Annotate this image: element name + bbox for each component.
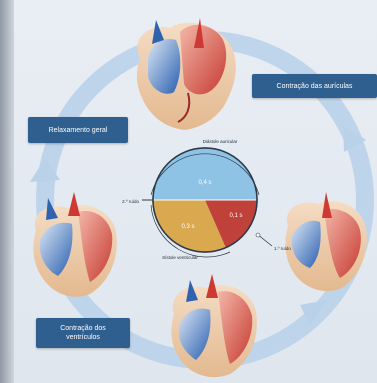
heart-top-illustration (137, 18, 236, 130)
pie-marker-right: 1.º ruído (274, 246, 291, 251)
pie-arc-top-text: Diástole auricular (203, 139, 238, 144)
cycle-pie-chart: 0,4 s 0,3 s 0,1 s 2.º ruído 1.º ruído Di… (122, 139, 291, 260)
label-ventricular-line2: ventrículos (60, 333, 106, 342)
label-ventricular-contraction: Contração dos ventrículos (36, 318, 130, 348)
label-general-relaxation: Relaxamento geral (28, 117, 128, 143)
label-atrial-contraction-text: Contração das aurículas (277, 82, 353, 91)
label-general-relaxation-text: Relaxamento geral (49, 126, 108, 135)
pie-marker-left: 2.º ruído (122, 199, 139, 204)
pie-bottom-right-value: 0,1 s (229, 213, 242, 219)
pie-arc-bottom-text: Sístole ventricular (162, 255, 198, 260)
pie-bottom-left-value: 0,3 s (181, 224, 194, 230)
label-ventricular-line1: Contração dos (60, 324, 106, 333)
label-atrial-contraction: Contração das aurículas (252, 74, 377, 98)
pie-slice-top (153, 148, 257, 200)
pie-top-value: 0,4 s (198, 180, 211, 186)
heart-bottom-illustration (171, 274, 256, 377)
